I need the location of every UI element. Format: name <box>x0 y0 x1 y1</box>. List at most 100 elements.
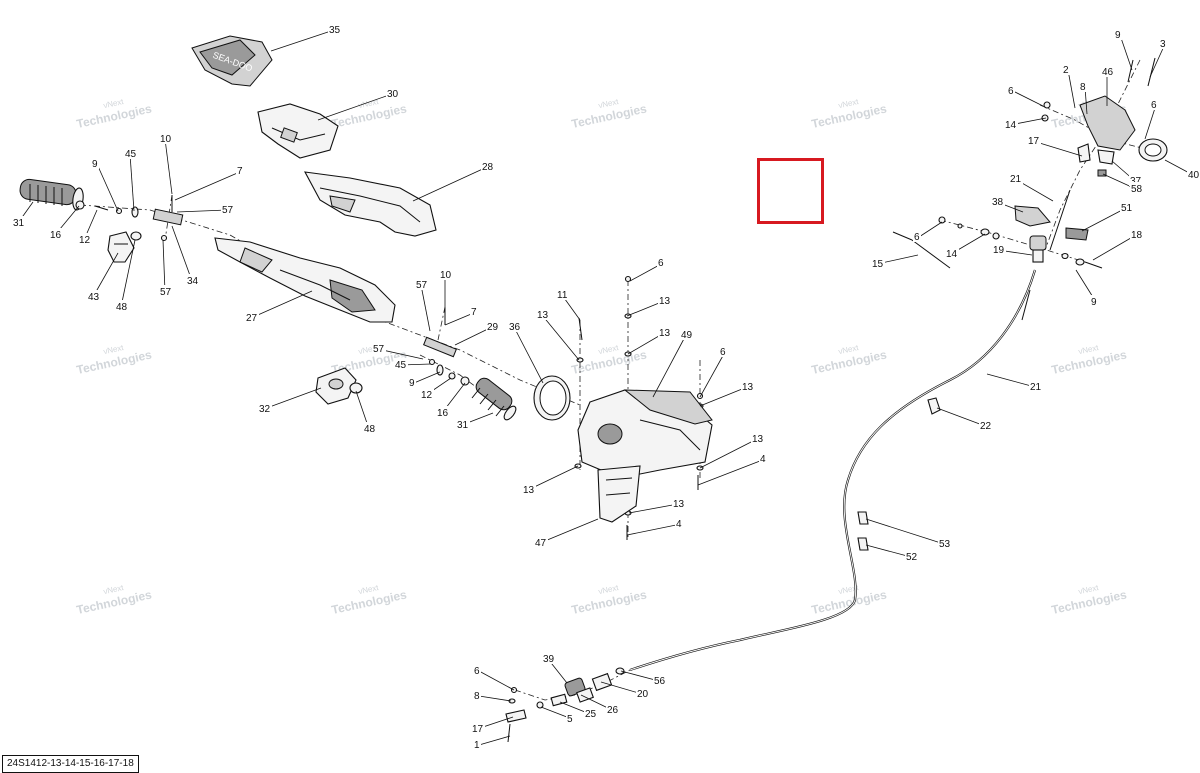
label-bg-p7b <box>470 305 478 317</box>
leader-line-p13f <box>527 465 579 491</box>
part-label-p35: 35 <box>329 25 341 36</box>
leader-line-p7a <box>174 170 243 201</box>
leader-line-p4b <box>626 523 682 536</box>
leader-line-p13a <box>541 314 580 361</box>
label-bg-p9a <box>91 157 99 169</box>
label-bg-p38 <box>991 195 1005 207</box>
part-label-p6a: 6 <box>658 258 664 269</box>
label-bg-p10a <box>159 132 173 144</box>
part-label-p31b: 31 <box>457 420 469 431</box>
part-label-p34: 34 <box>187 276 199 287</box>
label-bg-p21b <box>1029 380 1043 392</box>
leader-line-p57a <box>176 209 228 213</box>
leader-line-p6f <box>478 670 515 691</box>
part-label-p6b: 6 <box>720 347 726 358</box>
part-label-p8a: 8 <box>1080 82 1086 93</box>
leader-line-p51 <box>1081 207 1127 232</box>
label-bg-p27 <box>245 311 259 323</box>
label-bg-p49 <box>680 328 694 340</box>
label-bg-p45a <box>124 147 138 159</box>
part-label-p49: 49 <box>681 330 693 341</box>
centerline-bolt-10b <box>437 306 446 341</box>
label-bg-p13f <box>522 483 536 495</box>
centerline-bolt-10 <box>164 194 173 241</box>
label-bg-p52 <box>905 550 919 562</box>
label-bg-p22 <box>979 419 993 431</box>
leader-line-p13d <box>699 386 748 407</box>
label-bg-p13g <box>672 497 686 509</box>
leader-line-p4a <box>697 458 766 486</box>
part-label-p38: 38 <box>992 197 1004 208</box>
watermark-line1: vNext <box>838 97 861 110</box>
label-bg-p57b <box>159 285 173 297</box>
label-bg-p19 <box>992 243 1006 255</box>
part-label-p14a: 14 <box>1005 120 1017 131</box>
label-bg-p8a <box>1079 80 1087 92</box>
part-label-p13e: 13 <box>752 434 764 445</box>
throttle-cable <box>629 269 1037 672</box>
part-35-cover-logo: SEA-DOO <box>191 35 273 87</box>
diagram-code: 24S1412-13-14-15-16-17-18 <box>2 755 139 773</box>
label-bg-p18 <box>1130 228 1144 240</box>
label-bg-p12a <box>78 233 92 245</box>
part-label-p28: 28 <box>482 162 494 173</box>
label-bg-p14b <box>945 247 959 259</box>
part-48-bushing-left <box>130 231 142 241</box>
part-label-p4b: 4 <box>676 519 682 530</box>
centerline-lower-cable <box>514 669 631 701</box>
part-label-p13a: 13 <box>537 310 549 321</box>
label-bg-p6d <box>1150 98 1158 110</box>
cable-clips <box>857 397 941 551</box>
part-32-lever <box>315 367 357 405</box>
label-bg-p6b <box>719 345 727 357</box>
label-bg-p8b <box>473 689 481 701</box>
part-label-p10a: 10 <box>160 134 172 145</box>
leader-line-p2 <box>1067 69 1076 109</box>
part-label-p12a: 12 <box>79 235 91 246</box>
part-label-p36: 36 <box>509 322 521 333</box>
label-bg-p6f <box>473 664 481 676</box>
leader-line-p17a <box>1032 140 1083 157</box>
label-bg-p40 <box>1187 168 1200 180</box>
label-bg-p57a <box>221 203 235 215</box>
leader-line-p49 <box>652 334 687 398</box>
label-bg-p34 <box>186 274 200 286</box>
part-label-p4a: 4 <box>760 454 766 465</box>
watermark-line1: vNext <box>598 97 621 110</box>
label-bg-p10b <box>439 268 453 280</box>
leader-line-p27 <box>250 290 313 319</box>
label-bg-p16a <box>49 228 63 240</box>
label-bg-p13d <box>741 380 755 392</box>
label-bg-p9c <box>1114 28 1122 40</box>
leader-line-p6d <box>1144 104 1157 140</box>
leader-line-p10a <box>164 138 173 195</box>
leader-line-p13b <box>626 300 665 317</box>
leader-line-p52 <box>865 544 912 558</box>
part-label-p10b: 10 <box>440 270 452 281</box>
label-bg-p9b <box>408 376 416 388</box>
watermark-line1: vNext <box>838 343 861 356</box>
part-27-handlebar-housing <box>214 237 396 323</box>
part-label-p12b: 12 <box>421 390 433 401</box>
label-bg-p30 <box>386 87 400 99</box>
label-bg-p6e <box>913 230 921 242</box>
label-bg-p36 <box>508 320 522 332</box>
label-bg-p26 <box>606 703 620 715</box>
label-bg-p13b <box>658 294 672 306</box>
leader-line-p57c <box>420 284 431 332</box>
part-label-p25: 25 <box>585 709 597 720</box>
part-label-p21a: 21 <box>1010 174 1022 185</box>
part-label-p45b: 45 <box>395 360 407 371</box>
label-bg-p56 <box>653 674 667 686</box>
leader-lines <box>17 29 1194 746</box>
part-label-p48a: 48 <box>116 302 128 313</box>
label-bg-p21a <box>1009 172 1023 184</box>
label-bg-p28 <box>481 160 495 172</box>
leader-line-p22 <box>936 407 986 427</box>
leader-line-p6b <box>699 351 726 398</box>
